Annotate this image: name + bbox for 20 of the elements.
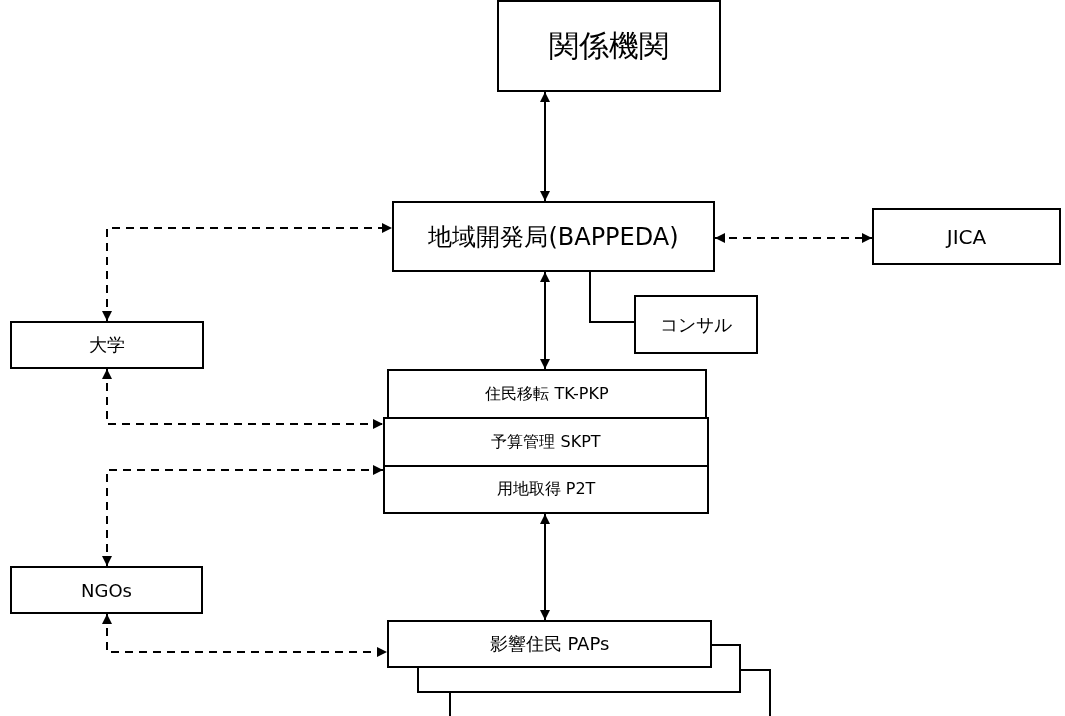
dashed-arrow <box>102 223 393 322</box>
committee-box: 住民移転 TK-PKP <box>387 369 707 419</box>
dashed-arrow <box>102 613 388 657</box>
affected-people-box: 影響住民 PAPs <box>387 620 712 668</box>
agency-box: JICA <box>872 208 1061 265</box>
consultant-box: コンサル <box>634 295 758 354</box>
agency-box: 地域開発局(BAPPEDA) <box>392 201 715 272</box>
arrow <box>540 91 550 202</box>
committee-box: 予算管理 SKPT <box>383 417 709 467</box>
stacked-box <box>449 669 771 716</box>
committee-box: 用地取得 P2T <box>383 465 709 514</box>
connector-line <box>589 271 635 323</box>
agency-box: 関係機関 <box>497 0 721 92</box>
stakeholder-box: NGOs <box>10 566 203 614</box>
dashed-arrow <box>102 465 384 567</box>
dashed-arrow <box>714 233 873 243</box>
arrow <box>540 513 550 621</box>
stakeholder-box: 大学 <box>10 321 204 369</box>
dashed-arrow <box>102 368 384 429</box>
arrow <box>540 271 550 370</box>
